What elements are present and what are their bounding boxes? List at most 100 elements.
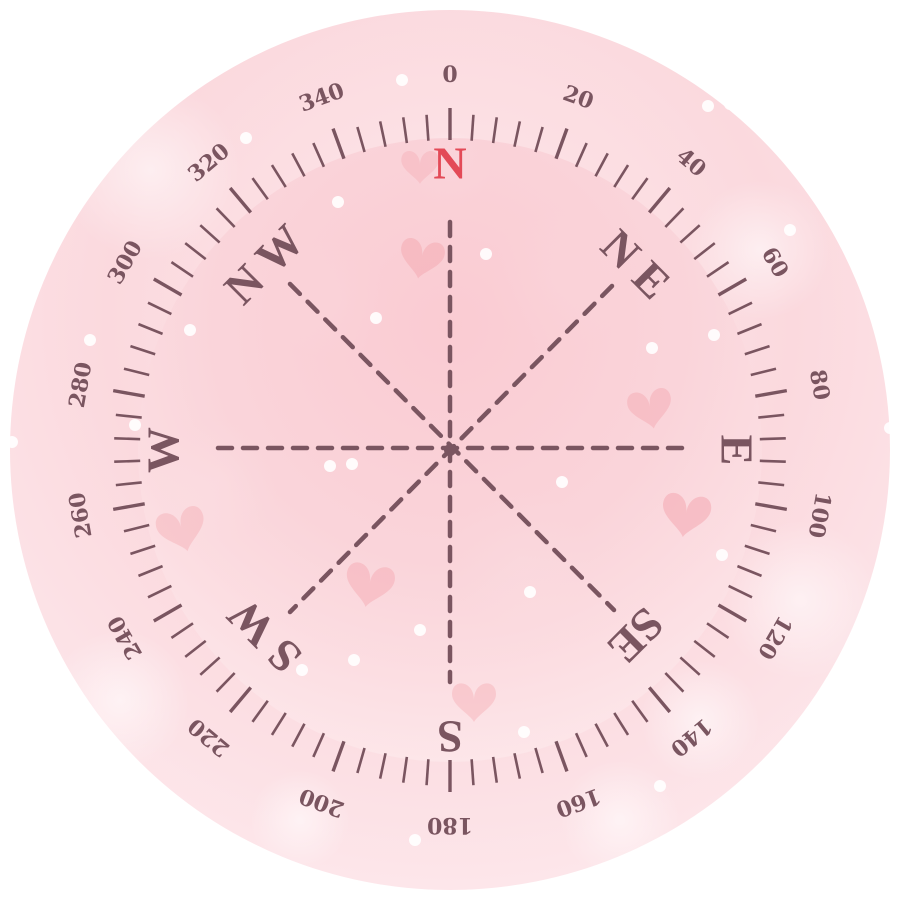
heart-icon: [627, 388, 671, 429]
tick-mark: [425, 114, 430, 141]
tick-mark: [744, 544, 770, 556]
tick-mark: [115, 413, 142, 419]
tick-mark: [270, 712, 287, 736]
tick-mark: [613, 164, 630, 188]
cardinal-w: W: [138, 427, 189, 473]
heart-icon: [452, 683, 496, 722]
tick-mark: [312, 142, 326, 168]
sparkle-dot-icon: [6, 436, 18, 448]
tick-mark: [693, 639, 716, 658]
tick-mark: [184, 242, 207, 261]
tick-mark: [534, 126, 544, 153]
sparkle-dot-icon: [518, 726, 530, 738]
tick-mark: [184, 639, 207, 658]
tick-mark: [291, 723, 306, 748]
tick-mark: [170, 261, 194, 278]
tick-mark: [594, 723, 609, 748]
tick-mark: [114, 459, 141, 464]
tick-mark: [401, 756, 409, 783]
tick-mark: [152, 277, 183, 297]
tick-mark: [491, 117, 499, 144]
tick-mark: [130, 344, 156, 356]
sparkle-dot-icon: [724, 98, 736, 110]
tick-mark: [758, 481, 785, 487]
sparkle-dot-icon: [716, 549, 728, 561]
tick-mark: [312, 732, 326, 758]
tick-mark: [215, 672, 236, 693]
tick-mark: [631, 177, 649, 200]
sparkle-dot-icon: [396, 74, 408, 86]
tick-mark: [356, 747, 366, 774]
tick-mark: [679, 224, 701, 244]
tick-ring: [112, 108, 788, 792]
tick-mark: [647, 686, 672, 714]
tick-mark: [750, 367, 777, 377]
tick-mark: [378, 752, 387, 779]
tick-mark: [717, 277, 748, 297]
tick-mark: [356, 126, 366, 153]
tick-mark: [631, 700, 649, 723]
bokeh-circle-icon: [560, 760, 680, 880]
tick-mark: [513, 121, 522, 148]
tick-mark: [114, 436, 141, 441]
sparkle-dot-icon: [324, 460, 336, 472]
sparkle-dot-icon: [370, 312, 382, 324]
tick-mark: [378, 121, 387, 148]
tick-mark: [754, 502, 788, 512]
tick-mark: [613, 712, 630, 736]
tick-mark: [647, 186, 672, 214]
sparkle-dot-icon: [84, 334, 96, 346]
tick-mark: [574, 142, 588, 168]
heart-icon: [663, 492, 712, 538]
degree-label: 0: [442, 62, 457, 88]
tick-mark: [736, 564, 763, 578]
sparkle-dot-icon: [348, 654, 360, 666]
tick-mark: [513, 752, 522, 779]
sparkle-dot-icon: [556, 476, 568, 488]
degree-label: 80: [804, 368, 835, 403]
tick-mark: [228, 686, 253, 714]
center-hub: [444, 444, 456, 456]
tick-mark: [147, 301, 172, 316]
bokeh-circle-icon: [250, 770, 350, 870]
tick-mark: [291, 152, 306, 177]
bokeh-circle-icon: [690, 180, 830, 320]
tick-mark: [706, 261, 730, 278]
tick-mark: [199, 224, 221, 244]
tick-mark: [717, 603, 748, 623]
tick-mark: [123, 367, 150, 377]
sparkle-dot-icon: [702, 100, 714, 112]
tick-mark: [594, 152, 609, 177]
cardinal-n: N: [433, 138, 466, 189]
heart-icon: [155, 506, 204, 552]
tick-mark: [750, 523, 777, 533]
sparkle-dot-icon: [708, 329, 720, 341]
tick-mark: [664, 672, 685, 693]
tick-mark: [425, 759, 430, 786]
bokeh-circle-icon: [720, 520, 880, 680]
tick-mark: [199, 656, 221, 676]
tick-mark: [491, 756, 499, 783]
sparkle-dot-icon: [296, 664, 308, 676]
sparkle-dot-icon: [332, 196, 344, 208]
tick-mark: [115, 481, 142, 487]
tick-mark: [215, 207, 236, 228]
tick-mark: [759, 459, 786, 464]
tick-mark: [112, 502, 146, 512]
tick-mark: [664, 207, 685, 228]
tick-mark: [112, 388, 146, 398]
tick-mark: [251, 177, 269, 200]
sparkle-dot-icon: [654, 780, 666, 792]
tick-mark: [130, 544, 156, 556]
sparkle-decor: [6, 74, 896, 846]
tick-mark: [706, 622, 730, 639]
tick-mark: [534, 747, 544, 774]
bokeh-circle-icon: [640, 660, 760, 780]
tick-mark: [470, 759, 475, 786]
sparkle-dot-icon: [129, 419, 141, 431]
tick-mark: [759, 436, 786, 441]
tick-mark: [574, 732, 588, 758]
sparkle-dot-icon: [414, 624, 426, 636]
